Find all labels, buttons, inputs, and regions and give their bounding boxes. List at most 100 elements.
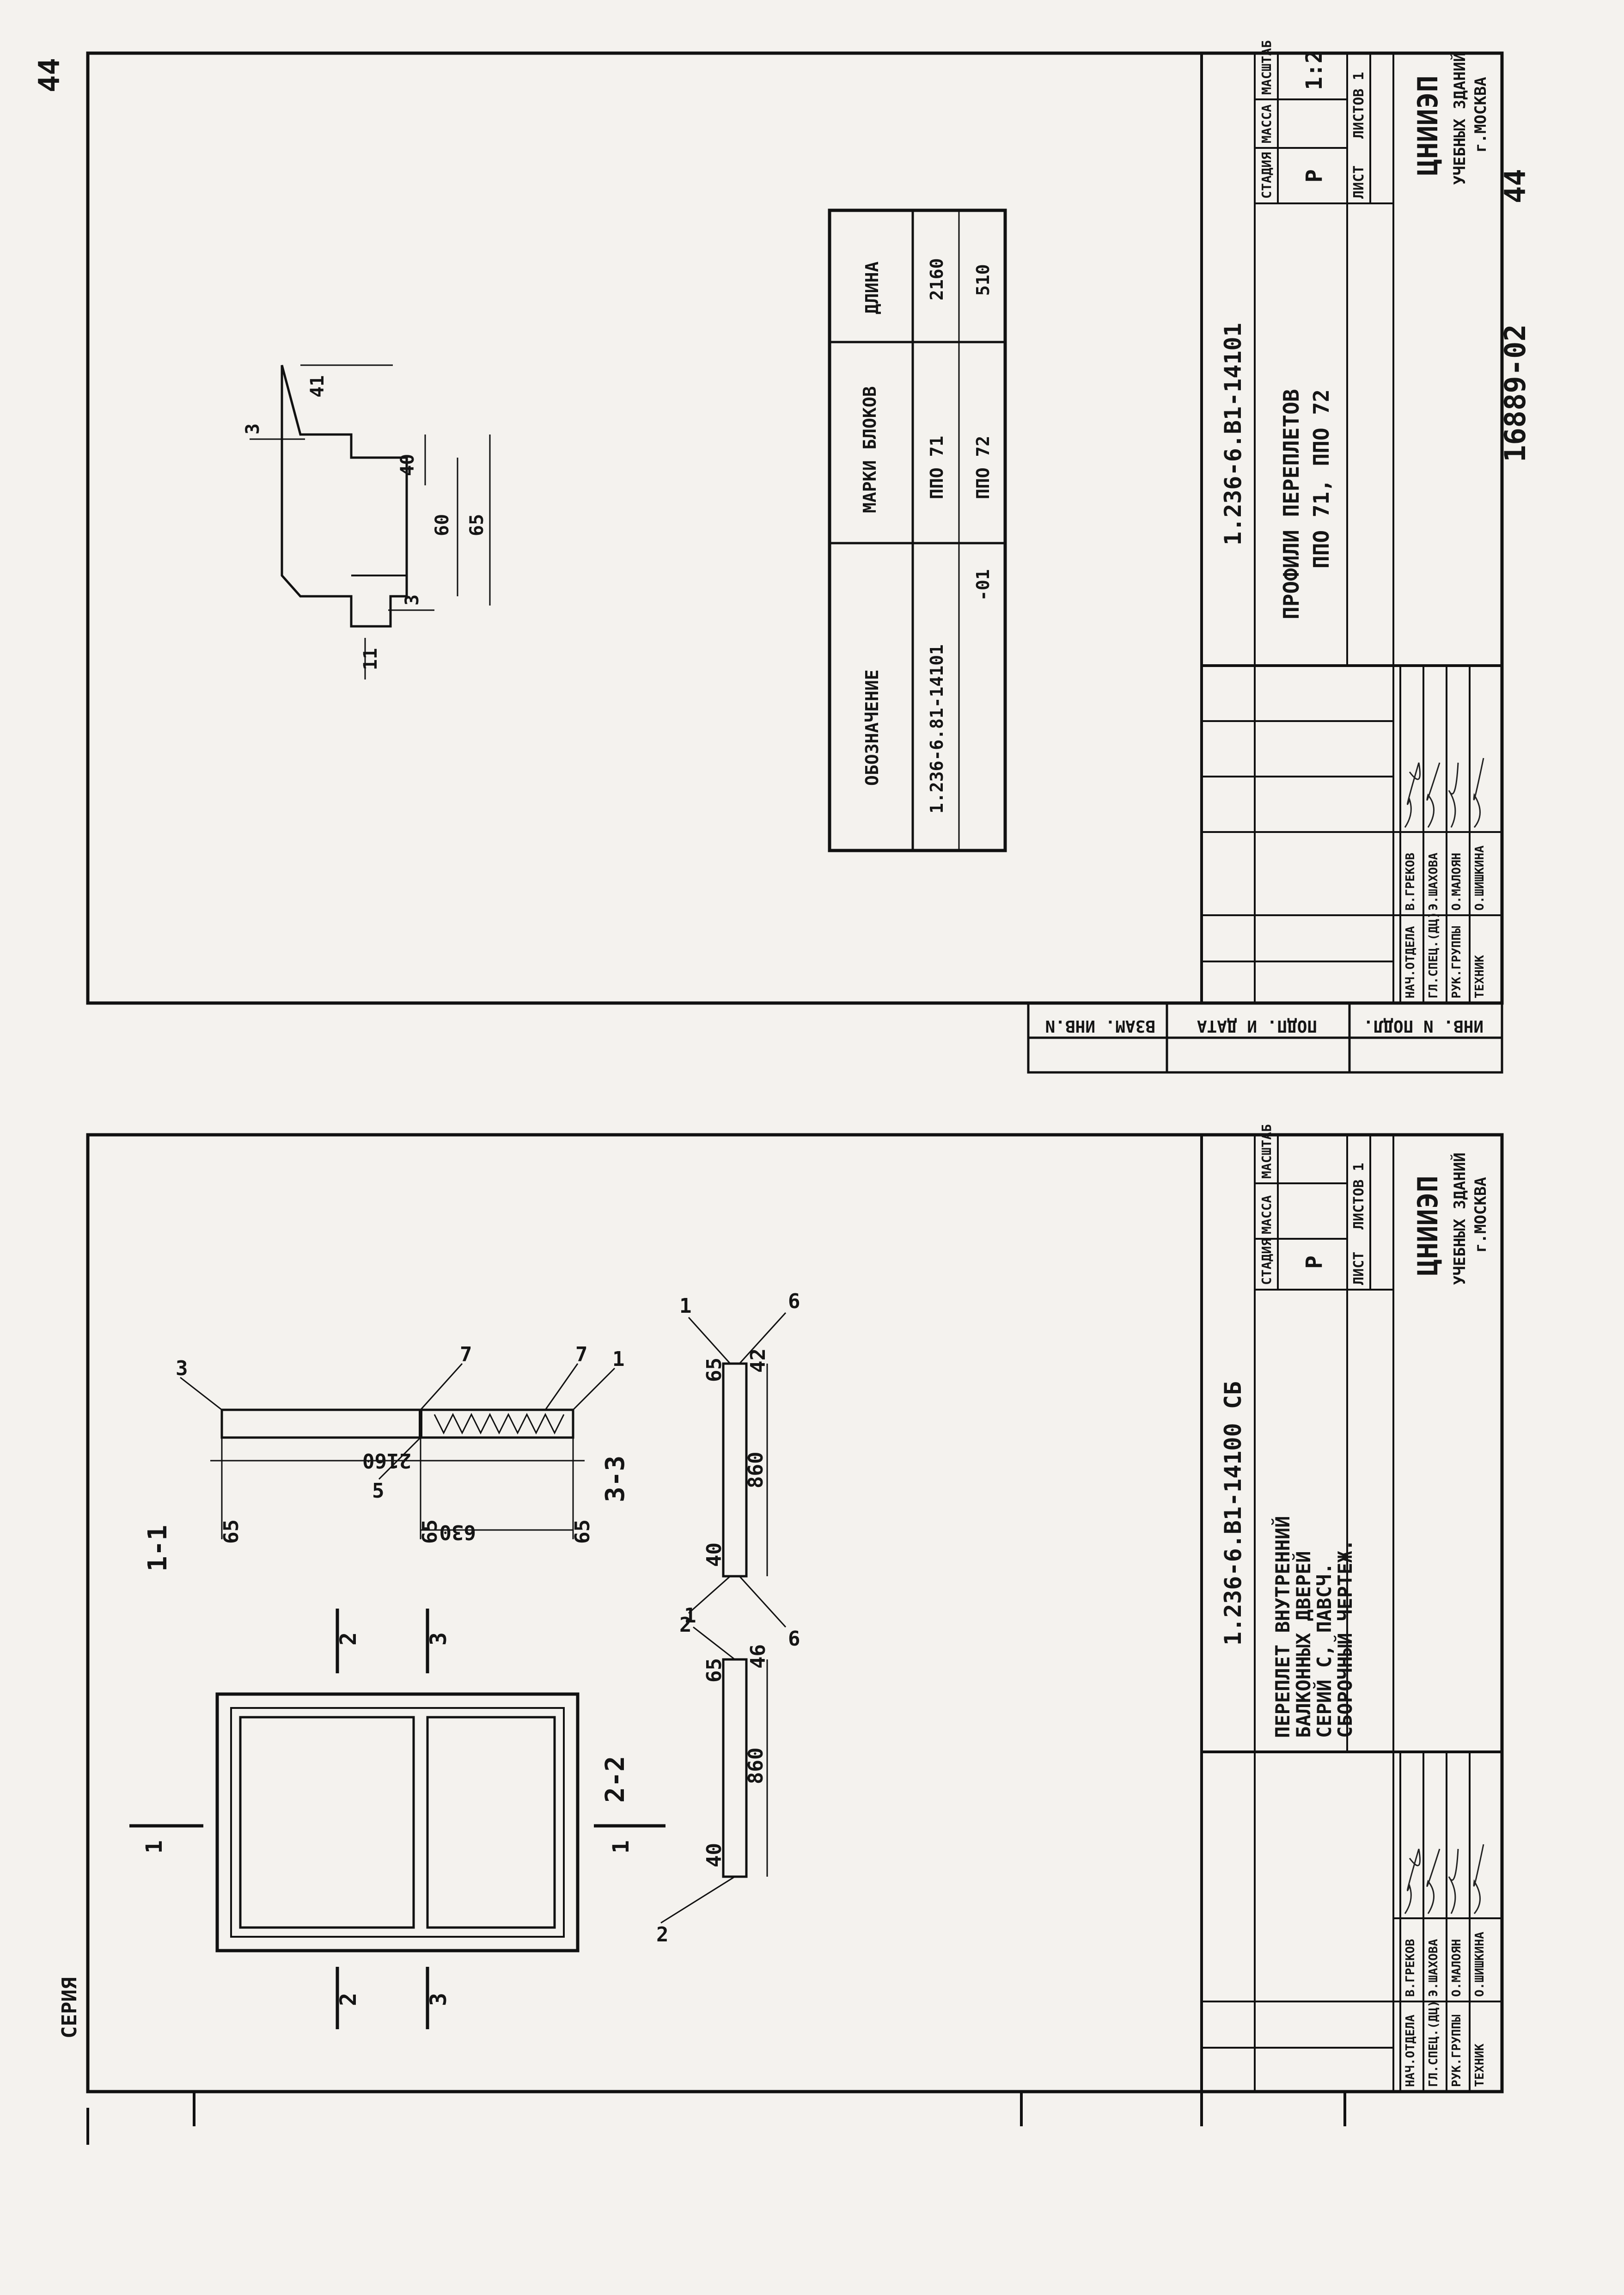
bottom-title-line-1: ПЕРЕПЛЕТ ВНУТРЕННИЙ <box>1271 1516 1294 1738</box>
bottom-page-number: 44 <box>1498 169 1532 203</box>
dim-41: 41 <box>307 375 328 398</box>
section-1-1-leader-7b <box>544 1363 579 1410</box>
section-mark-3a: 3 <box>426 1632 452 1646</box>
spec-row1-designation: 1.236-6.81-14101 <box>927 644 947 814</box>
section-mark-1a: 1 <box>141 1840 167 1854</box>
top-staff-name-3: О.МАЛОЯН <box>1450 853 1464 911</box>
section-3-3-dim-65: 65 <box>702 1358 726 1382</box>
bottom-staff-name-4: О.ШИШКИНА <box>1473 1932 1487 1997</box>
section-2-2-callout-2: 2 <box>656 1923 669 1946</box>
top-org-line-1: ЦНИИЭП <box>1412 75 1444 176</box>
side-stamp-text: ВЗАМ. ИНВ.N ПОДП. И ДАТА ИНВ. N ПОДЛ. <box>1045 1016 1484 1035</box>
spec-table <box>828 208 1007 852</box>
top-title-line-2: ППО 71, ППО 72 <box>1309 389 1334 569</box>
side-stamp <box>1027 1002 1503 1074</box>
top-staff-role-1: НАЧ.ОТДЕЛА <box>1404 926 1417 998</box>
spec-table-frame <box>828 208 1007 852</box>
series-fragment-label: СЕРИЯ <box>58 1977 81 2038</box>
signature-icon <box>1426 762 1441 828</box>
section-3-3-leader-6a <box>739 1312 787 1365</box>
door-pane-top <box>239 1716 415 1929</box>
door-elevation <box>129 1609 665 2029</box>
signature-icon <box>1404 1848 1421 1914</box>
bottom-staff-role-3: РУК.ГРУППЫ <box>1450 2014 1464 2087</box>
bottom-title-block <box>1202 1135 1502 2092</box>
dim-65: 65 <box>466 514 488 536</box>
section-title-2-2: 2-2 <box>600 1756 630 1803</box>
margin-marks <box>86 2092 1346 2145</box>
section-2-2-dim-40: 40 <box>702 1843 726 1867</box>
bottom-title-line-3: СЕРИЙ С, ПАВСЧ. <box>1313 1563 1336 1738</box>
side-stamp-label-1: ВЗАМ. ИНВ.N <box>1045 1016 1155 1035</box>
top-scale-header: МАСШТАБ <box>1259 40 1274 95</box>
section-3-3-leader-1 <box>688 1316 731 1365</box>
bottom-mass-header: МАССА <box>1259 1195 1274 1234</box>
section-title-1-1: 1-1 <box>143 1525 173 1572</box>
section-3-3-dim-860-label: 860 <box>744 1452 768 1488</box>
section-1-1-body <box>220 1408 574 1439</box>
section-1-1-dim-65c: 65 <box>571 1519 594 1544</box>
spec-row2-length: 510 <box>973 264 993 296</box>
dim-40: 40 <box>397 454 418 476</box>
top-title-block <box>1202 53 1502 1003</box>
section-1-1-callout-1: 1 <box>612 1347 625 1371</box>
section-1-1-dim-65a: 65 <box>220 1519 243 1544</box>
profile-drawing <box>250 364 491 679</box>
section-1-1-leader-3 <box>180 1377 222 1411</box>
section-mark-2a: 2 <box>336 1632 361 1646</box>
section-3-3-body <box>722 1362 748 1578</box>
spec-table-text: ОБОЗНАЧЕНИЕ МАРКИ БЛОКОВ ДЛИНА 1.236-6.8… <box>860 258 993 814</box>
section-2-2-dim-46: 46 <box>746 1644 770 1669</box>
spec-row1-mark: ППО 71 <box>927 436 947 499</box>
top-staff-role-4: ТЕХНИК <box>1473 955 1487 998</box>
top-signatures <box>1404 758 1484 828</box>
section-mark-1b: 1 <box>608 1840 634 1854</box>
section-3-3-leader-2 <box>688 1575 731 1614</box>
signature-icon <box>1448 762 1459 828</box>
bottom-org-line-2: УЧЕБНЫХ ЗДАНИЙ <box>1450 1152 1469 1285</box>
bottom-drawing-code: 1.236-6.В1-14100 СБ <box>1220 1381 1246 1646</box>
dim-3b: 3 <box>402 594 423 606</box>
section-1-1-callout-5: 5 <box>372 1479 385 1503</box>
top-org-line-2: УЧЕБНЫХ ЗДАНИЙ <box>1450 52 1469 185</box>
section-title-3-3: 3-3 <box>600 1456 630 1502</box>
top-sheets-label: ЛИСТОВ 1 <box>1351 72 1367 139</box>
top-sheet-label: ЛИСТ <box>1351 165 1367 199</box>
section-3-3-drawing <box>688 1312 787 1628</box>
dim-3a: 3 <box>242 423 263 435</box>
side-stamp-label-3: ИНВ. N ПОДЛ. <box>1363 1016 1484 1035</box>
section-3-3-dim-40: 40 <box>702 1542 726 1567</box>
signature-icon <box>1426 1848 1441 1914</box>
section-1-1-drawing <box>180 1363 616 1539</box>
top-title-line-1: ПРОФИЛИ ПЕРЕПЛЕТОВ <box>1279 389 1304 620</box>
section-3-3-leader-6b <box>739 1575 787 1628</box>
bottom-scale-header: МАСШТАБ <box>1259 1124 1274 1179</box>
corner-page-number: 44 <box>32 58 66 92</box>
section-2-2-leader-1 <box>693 1626 735 1660</box>
section-3-3-callout-6a: 6 <box>788 1290 800 1313</box>
door-section-labels: 1 1 2 2 3 3 <box>141 1632 634 2006</box>
section-2-2-labels: 2-2 40 860 65 46 2 1 <box>600 1604 770 1946</box>
top-stage-header: СТАДИЯ <box>1259 152 1274 199</box>
top-staff-role-2: ГЛ.СПЕЦ.(ДЦ) <box>1427 912 1441 998</box>
section-2-2-leader-2 <box>660 1876 735 1924</box>
section-mark-3b: 3 <box>426 1993 452 2006</box>
bottom-stage-value: Р <box>1301 1255 1327 1269</box>
section-1-1-dim-65b: 65 <box>418 1519 442 1544</box>
section-2-2-dim-65: 65 <box>702 1658 726 1683</box>
top-scale-value: 1:2 <box>1301 50 1327 90</box>
section-2-2-drawing <box>660 1626 768 1924</box>
dim-60: 60 <box>432 514 453 536</box>
bottom-staff-name-3: О.МАЛОЯН <box>1450 1939 1464 1997</box>
bottom-sheet-label: ЛИСТ <box>1351 1252 1367 1285</box>
door-inner-frame <box>230 1707 565 1938</box>
section-1-1-hatch <box>433 1413 565 1435</box>
section-3-3-callout-6b: 6 <box>788 1627 800 1651</box>
section-1-1-callout-3: 3 <box>176 1357 188 1380</box>
bottom-title-line-2: БАЛКОННЫХ ДВЕРЕЙ <box>1292 1551 1315 1738</box>
side-stamp-label-2: ПОДП. И ДАТА <box>1197 1016 1317 1035</box>
top-staff-name-4: О.ШИШКИНА <box>1473 845 1487 911</box>
bottom-staff-role-4: ТЕХНИК <box>1473 2044 1487 2087</box>
profile-dimension-labels: 41 3 40 60 65 3 11 <box>242 375 488 670</box>
